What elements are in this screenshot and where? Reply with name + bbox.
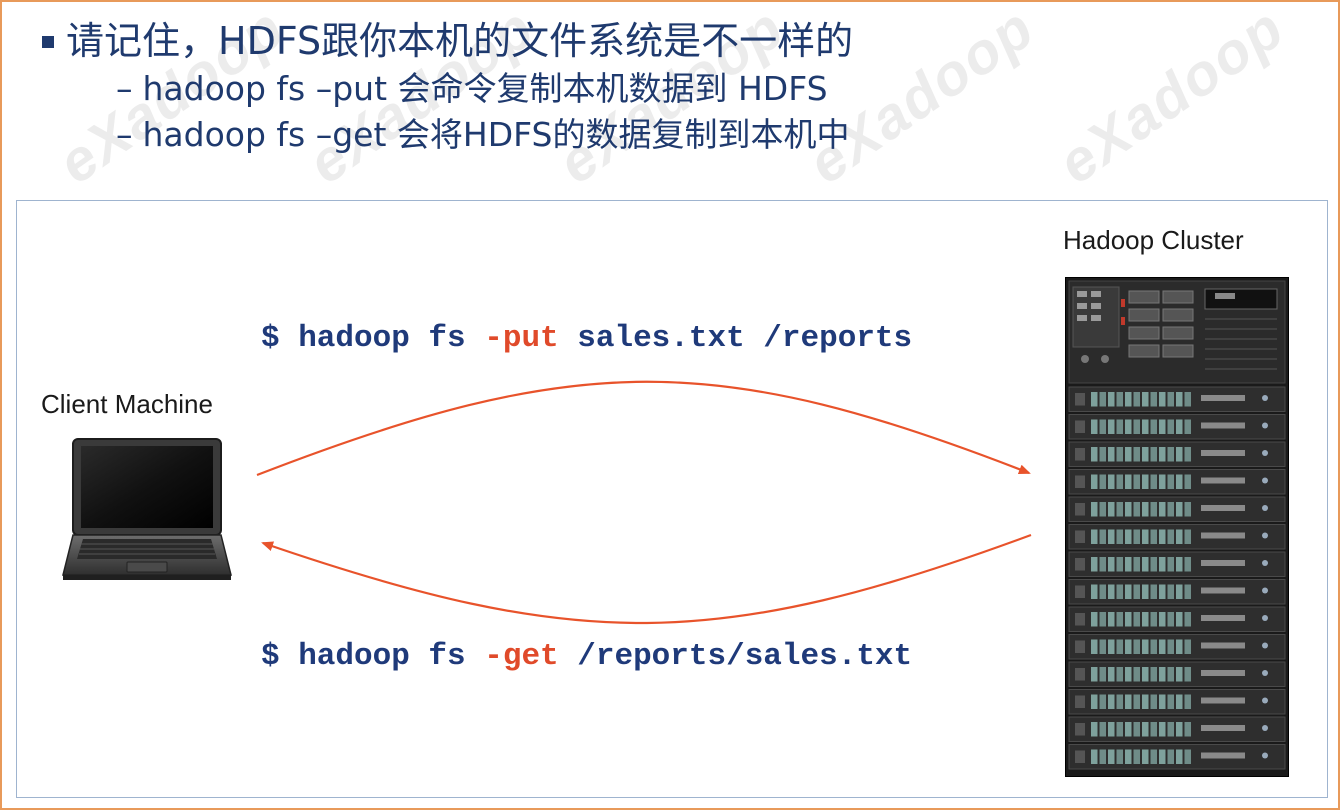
server-rack-icon <box>1065 277 1289 777</box>
cluster-label: Hadoop Cluster <box>1063 225 1244 255</box>
put-command-suffix: sales.txt /reports <box>558 321 913 356</box>
get-command: $ hadoop fs -get /reports/sales.txt <box>261 639 912 674</box>
put-command: $ hadoop fs -put sales.txt /reports <box>261 321 912 356</box>
rack-server-unit <box>1068 606 1286 632</box>
rack-server-unit <box>1068 744 1286 770</box>
get-command-prefix: $ hadoop fs <box>261 639 485 674</box>
get-flag: -get <box>484 639 559 674</box>
rack-server-unit <box>1068 579 1286 605</box>
get-arrow <box>261 533 1032 625</box>
rack-server-unit <box>1068 634 1286 660</box>
bullet-main-text: 请记住，HDFS跟你本机的文件系统是不一样的 <box>66 19 854 63</box>
laptop-icon <box>62 438 232 580</box>
client-label: Client Machine <box>41 389 213 419</box>
diagram-box: Hadoop Cluster Client Machine $ hadoop f… <box>16 200 1328 798</box>
sub-bullet-text: hadoop fs –put 会命令复制本机数据到 HDFS <box>142 69 828 108</box>
sub-bullet-put: –hadoop fs –put 会命令复制本机数据到 HDFS <box>116 66 1302 112</box>
rack-server-unit <box>1068 469 1286 495</box>
sub-bullet-get: –hadoop fs –get 会将HDFS的数据复制到本机中 <box>116 112 1302 158</box>
rack-server-unit <box>1068 689 1286 715</box>
dash: – <box>116 69 133 108</box>
bullet-main: 请记住，HDFS跟你本机的文件系统是不一样的 <box>42 16 1302 66</box>
rack-server-unit <box>1068 716 1286 742</box>
rack-server-unit <box>1068 524 1286 550</box>
bullet-square-icon <box>42 36 54 48</box>
rack-server-unit <box>1068 661 1286 687</box>
put-command-prefix: $ hadoop fs <box>261 321 485 356</box>
sub-bullet-text: hadoop fs –get 会将HDFS的数据复制到本机中 <box>142 115 850 154</box>
get-command-suffix: /reports/sales.txt <box>558 639 913 674</box>
rack-server-unit <box>1068 414 1286 440</box>
put-arrow <box>256 380 1031 477</box>
dash: – <box>116 115 133 154</box>
put-flag: -put <box>484 321 559 356</box>
rack-server-unit <box>1068 496 1286 522</box>
bullet-list: 请记住，HDFS跟你本机的文件系统是不一样的 –hadoop fs –put 会… <box>42 16 1302 158</box>
transfer-arrows <box>256 380 1032 625</box>
rack-server-unit <box>1068 441 1286 467</box>
rack-server-unit <box>1068 551 1286 577</box>
rack-server-unit <box>1068 386 1286 412</box>
rack-units <box>1068 386 1286 770</box>
